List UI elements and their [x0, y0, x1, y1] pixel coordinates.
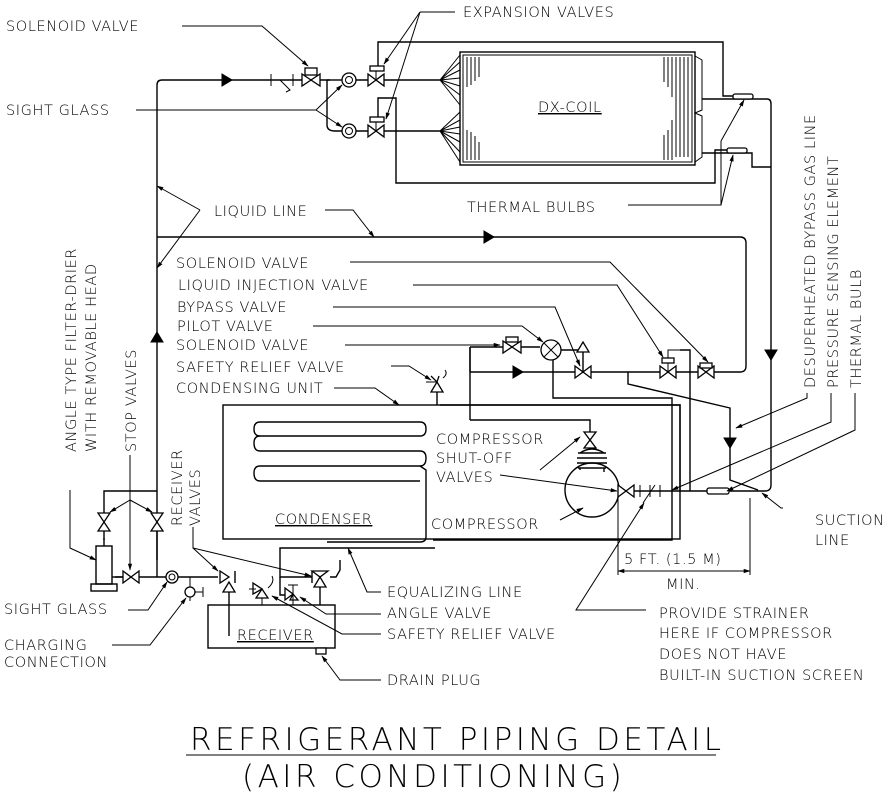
label-dimension-2: MIN. — [666, 577, 701, 593]
label-compressor-shutoff-3: VALVES — [436, 470, 493, 486]
receiver-assembly: RECEIVER — [90, 512, 341, 655]
solenoid-valve-icon — [697, 362, 715, 380]
label-receiver-valves-2: VALVES — [188, 469, 204, 526]
label-suction-line-2: LINE — [815, 533, 850, 549]
label-charging-connection-1: CHARGING — [4, 638, 87, 654]
label-liquid-line: LIQUID LINE — [214, 204, 307, 220]
charging-connection-icon — [184, 586, 196, 598]
label-expansion-valves: EXPANSION VALVES — [463, 5, 614, 21]
expansion-valve-icon — [367, 65, 385, 88]
sight-glass-icon — [341, 123, 357, 139]
thermal-bulb-icon — [726, 147, 748, 154]
label-bypass-valve: BYPASS VALVE — [177, 300, 287, 316]
label-strainer-4: BUILT-IN SUCTION SCREEN — [659, 668, 864, 684]
label-solenoid-valve-top: SOLENOID VALVE — [6, 19, 139, 35]
label-solenoid-valve-2: SOLENOID VALVE — [176, 338, 309, 354]
label-equalizing-line: EQUALIZING LINE — [387, 585, 523, 601]
compressor-icon — [564, 431, 620, 518]
label-condensing-unit: CONDENSING UNIT — [176, 381, 323, 397]
flow-arrow-icon — [150, 331, 164, 343]
label-compressor-shutoff-1: COMPRESSOR — [436, 432, 544, 448]
label-sight-glass-top: SIGHT GLASS — [6, 103, 110, 119]
labels: SOLENOID VALVE SIGHT GLASS EXPANSION VAL… — [4, 5, 885, 689]
label-strainer-3: DOES NOT HAVE — [659, 647, 787, 663]
label-solenoid-valve-1: SOLENOID VALVE — [176, 256, 309, 272]
label-liquid-injection-valve: LIQUID INJECTION VALVE — [178, 278, 369, 294]
drain-plug-icon — [315, 647, 327, 655]
leader-lines — [69, 11, 856, 681]
flow-arrow-icon — [723, 437, 737, 449]
sight-glass-icon — [165, 570, 179, 584]
dx-coil-label: DX-COIL — [538, 100, 602, 116]
dimension-marker — [617, 498, 751, 575]
label-filter-drier-2: WITH REMOVABLE HEAD — [84, 263, 100, 452]
diagram-subtitle: (AIR CONDITIONING) — [242, 759, 625, 795]
label-drain-plug: DRAIN PLUG — [387, 673, 481, 689]
sight-glass-icon — [341, 72, 357, 88]
label-sight-glass-bottom: SIGHT GLASS — [4, 602, 108, 618]
mid-valves — [426, 336, 715, 393]
label-compressor-shutoff-2: SHUT-OFF — [436, 451, 513, 467]
stop-valve-icon — [149, 512, 165, 532]
title-block: REFRIGERANT PIPING DETAIL (AIR CONDITION… — [186, 722, 725, 795]
label-compressor: COMPRESSOR — [431, 517, 539, 533]
bypass-valve-icon — [659, 349, 690, 380]
label-angle-valve: ANGLE VALVE — [387, 606, 492, 622]
label-dimension-1: 5 FT. (1.5 M) — [624, 552, 722, 568]
label-thermal-bulb: THERMAL BULB — [849, 269, 865, 388]
condensing-unit: CONDENSER — [222, 404, 730, 540]
label-suction-line-1: SUCTION — [815, 513, 885, 529]
liquid-injection-valve-icon — [574, 340, 592, 380]
dx-coil: DX-COIL — [439, 51, 754, 166]
label-strainer-2: HERE IF COMPRESSOR — [659, 626, 833, 642]
pilot-valve-icon — [540, 339, 562, 361]
label-thermal-bulbs: THERMAL BULBS — [467, 200, 596, 216]
thermal-bulb-icon — [732, 93, 754, 100]
flow-arrow-icon — [512, 365, 524, 379]
top-valves — [270, 65, 385, 139]
flow-arrow-icon — [764, 349, 778, 361]
label-charging-connection-2: CONNECTION — [4, 655, 108, 671]
label-desuperheated-bypass: DESUPERHEATED BYPASS GAS LINE — [803, 114, 819, 388]
flow-arrow-icon — [221, 73, 233, 87]
label-strainer-1: PROVIDE STRAINER — [659, 606, 810, 622]
condenser-label: CONDENSER — [275, 512, 372, 528]
label-safety-relief-valve-bottom: SAFETY RELIEF VALVE — [387, 627, 556, 643]
receiver-label: RECEIVER — [237, 628, 314, 644]
solenoid-valve-icon — [301, 67, 321, 88]
flow-arrows — [150, 73, 778, 449]
label-pressure-sensing: PRESSURE SENSING ELEMENT — [826, 156, 842, 388]
label-receiver-valves-1: RECEIVER — [170, 449, 186, 526]
stop-valve-icon — [96, 512, 112, 532]
expansion-valve-icon — [367, 116, 385, 139]
label-safety-relief-valve-top: SAFETY RELIEF VALVE — [176, 360, 345, 376]
stop-valve-icon — [122, 569, 140, 585]
diagram-title: REFRIGERANT PIPING DETAIL — [190, 722, 725, 758]
label-filter-drier-1: ANGLE TYPE FILTER-DRIER — [64, 248, 80, 452]
label-pilot-valve: PILOT VALVE — [177, 319, 274, 335]
liquid-line-main — [156, 79, 302, 560]
label-stop-valves: STOP VALVES — [124, 349, 140, 452]
flow-arrow-icon — [483, 230, 495, 244]
safety-relief-valve-icon — [426, 369, 447, 393]
solenoid-valve-icon — [502, 336, 522, 355]
condenser-coil — [253, 421, 427, 482]
thermal-bulb-icon — [706, 487, 730, 495]
filter-drier-icon — [95, 545, 113, 585]
